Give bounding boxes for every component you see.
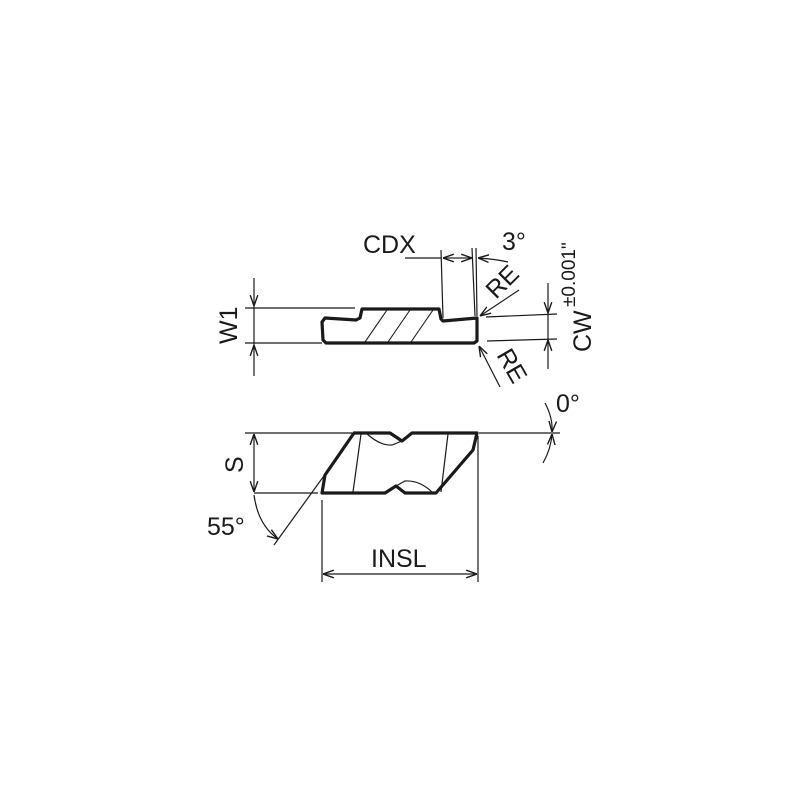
- angle-55: 55°: [207, 472, 327, 546]
- angle-0-label: 0°: [556, 390, 580, 418]
- angle-0: 0°: [479, 390, 580, 464]
- s-label: S: [221, 456, 249, 473]
- inner-line-left: [352, 433, 362, 493]
- cw-label: CW: [569, 310, 597, 352]
- re-upper-label: RE: [480, 260, 524, 304]
- cw-tolerance-label: ±0.001": [559, 242, 580, 307]
- insert-top-outline: [320, 307, 479, 345]
- notch-top-curve: [365, 432, 403, 446]
- insl-dimension: INSL: [321, 436, 479, 582]
- s-dimension: S: [221, 432, 352, 494]
- cw-dimension: CW ±0.001": [485, 242, 597, 369]
- w1-dimension: W1: [215, 278, 355, 376]
- step-line: [358, 308, 363, 319]
- angle-3-label: 3°: [502, 228, 526, 256]
- top-view: W1 CDX 3° RE RE: [215, 228, 597, 388]
- hatch-lines: [364, 309, 434, 343]
- insl-label: INSL: [371, 545, 427, 573]
- w1-label: W1: [215, 307, 243, 345]
- inner-line-right: [440, 433, 449, 493]
- notch-bottom-curve: [395, 480, 434, 494]
- clearance-angle-3: 3°: [478, 228, 526, 262]
- cdx-dimension: CDX: [363, 231, 478, 319]
- re-upper-callout: RE: [480, 260, 525, 316]
- angle-55-label: 55°: [207, 513, 245, 541]
- cdx-label: CDX: [363, 231, 416, 259]
- re-lower-callout: RE: [479, 344, 532, 388]
- side-view: S 55° 0° INSL: [207, 390, 580, 582]
